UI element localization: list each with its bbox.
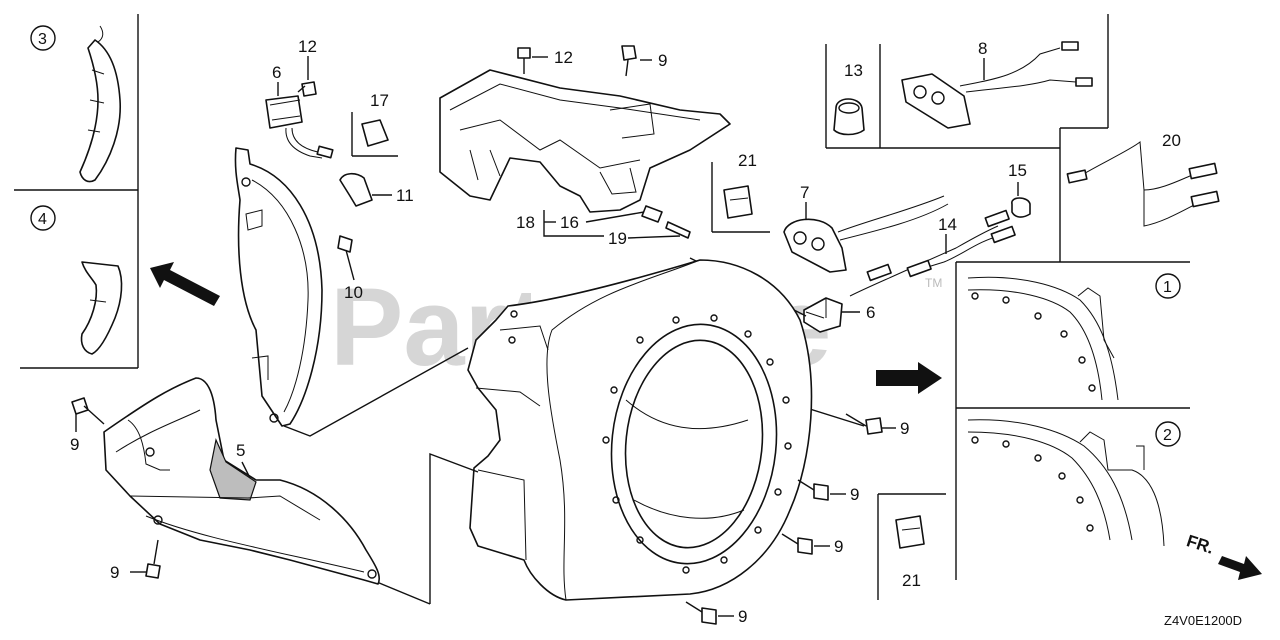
callout-21-lower: 21	[902, 571, 921, 590]
clip-21-upper-box	[711, 162, 770, 233]
bottom-cover-5	[103, 377, 381, 585]
callout-5: 5	[236, 441, 245, 460]
bolt-9-bottom	[685, 601, 717, 625]
bolt-9-mid-2	[781, 533, 813, 555]
part-6-upper	[265, 95, 334, 159]
bolt-9-left	[71, 397, 105, 425]
callout-9-mid-1: 9	[850, 485, 859, 504]
callout-12-left: 12	[298, 37, 317, 56]
part-6-lower	[803, 297, 843, 333]
callout-19: 19	[608, 229, 627, 248]
callout-9-right-upper: 9	[900, 419, 909, 438]
harness-14	[849, 209, 1016, 297]
variant-1-marker	[1155, 273, 1181, 299]
bolt-12-top	[517, 47, 531, 74]
callout-12-top: 12	[554, 48, 573, 67]
variant-1-label: 1	[1163, 279, 1172, 296]
variant-2-marker	[1155, 421, 1181, 447]
leader-18-bracket	[543, 210, 604, 237]
callout-17: 17	[370, 91, 389, 110]
clip-15	[1011, 197, 1031, 218]
arrow-left	[150, 262, 220, 306]
callout-13: 13	[844, 61, 863, 80]
variant-2-label: 2	[1163, 427, 1172, 444]
variant-4-label: 4	[38, 211, 47, 228]
watermark-tm: TM	[925, 276, 942, 290]
shroud-left	[234, 147, 323, 427]
top-shroud-cover	[439, 69, 731, 213]
callout-10: 10	[344, 283, 363, 302]
variant-panel-right: 1 2	[955, 261, 1190, 580]
grommet-13-box	[825, 14, 1109, 262]
bolt-12-upper	[297, 81, 317, 97]
bolt-9-mid-1	[797, 479, 829, 501]
callout-6-upper: 6	[272, 63, 281, 82]
clip-21-lower-box	[877, 493, 946, 600]
callout-16: 16	[560, 213, 579, 232]
bolt-10	[337, 235, 355, 281]
fan-housing	[467, 259, 813, 601]
callout-21-upper: 21	[738, 151, 757, 170]
bolt-9-right-upper	[845, 413, 883, 435]
variant-3-shroud	[79, 39, 121, 183]
callout-7: 7	[800, 183, 809, 202]
bolt-9-top	[621, 45, 637, 77]
callout-18: 18	[516, 213, 535, 232]
spring-16	[641, 205, 691, 239]
callout-9-left: 9	[70, 435, 79, 454]
callout-15: 15	[1008, 161, 1027, 180]
leader-housing-bottom	[429, 452, 479, 604]
bolt-9-bottom-left	[145, 539, 161, 579]
diagram-code: Z4V0E1200D	[1164, 613, 1242, 628]
callout-8: 8	[978, 39, 987, 58]
clamp-11	[339, 172, 392, 207]
callout-9-top: 9	[658, 51, 667, 70]
variant-3-marker	[30, 25, 56, 51]
arrow-right	[876, 362, 942, 394]
callout-9-bottom: 9	[738, 607, 747, 626]
variant-panel-left: 3 4	[14, 14, 139, 369]
callout-6-lower: 6	[866, 303, 875, 322]
callout-9-mid-2: 9	[834, 537, 843, 556]
callout-14: 14	[938, 215, 957, 234]
front-direction-label: FR.	[1184, 531, 1216, 558]
variant-4-marker	[30, 205, 56, 231]
switch-8	[901, 41, 1093, 129]
front-direction-indicator: FR.	[1184, 531, 1262, 580]
clip-17-box	[351, 112, 398, 157]
callout-20: 20	[1162, 131, 1181, 150]
callout-11: 11	[396, 186, 414, 205]
callout-9-bottom-left: 9	[110, 563, 119, 582]
leader-shroud-housing	[283, 347, 469, 437]
wire-harness-20	[1066, 141, 1220, 227]
variant-3-label: 3	[38, 31, 47, 48]
switch-7	[783, 195, 949, 273]
variant-4-shroud	[80, 261, 123, 355]
